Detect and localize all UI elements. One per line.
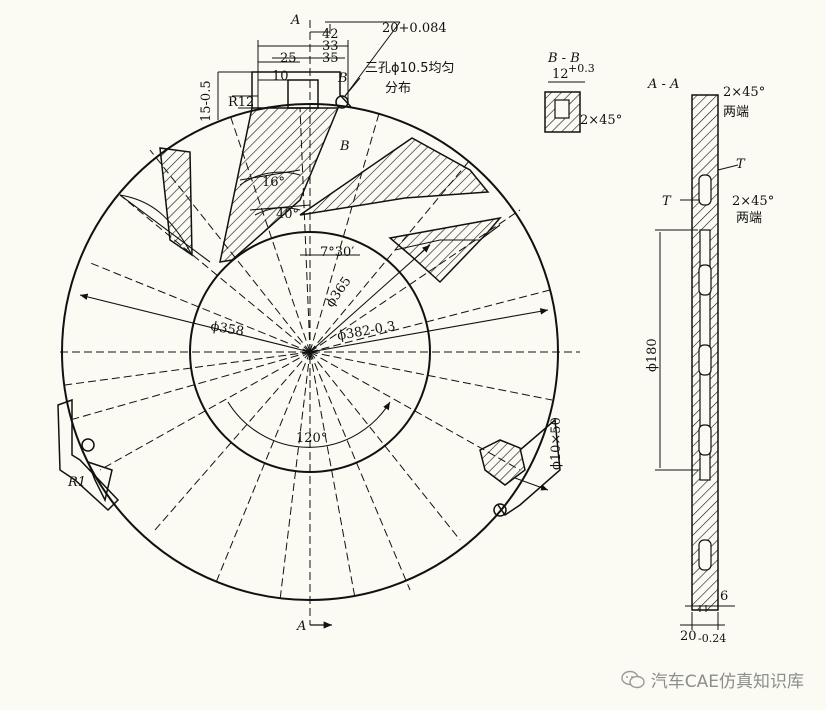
section-mark-a-bottom: A <box>296 619 306 634</box>
section-aa: A - A ϕ180 2×45° 两端 T T 2×45° 两端 6 20 <box>645 77 774 645</box>
section-bb-chamfer: 2×45° <box>580 113 622 128</box>
section-mark-b-top: B <box>337 71 348 86</box>
angle-16: 16° <box>262 175 285 190</box>
arc-16 <box>239 171 301 186</box>
top-notch <box>251 71 353 109</box>
section-aa-chamfer-mid: 2×45° <box>732 194 774 209</box>
dim-20-tol: 20+0.084 <box>382 21 447 36</box>
arc-40 <box>254 207 301 216</box>
section-bb-title: B - B <box>547 51 580 66</box>
top-hole <box>335 95 349 109</box>
left-hole <box>81 438 95 452</box>
dim-25: 25 <box>280 51 297 66</box>
top-dimension-lines <box>217 21 401 120</box>
dim-r12: R12 <box>228 95 254 110</box>
section-mark-a-top: A <box>290 13 300 28</box>
right-hole <box>493 503 507 517</box>
section-aa-dim20-tol: -0.24 <box>698 632 726 645</box>
construction-lines <box>79 169 549 353</box>
top-slot <box>287 79 319 109</box>
section-aa-title: A - A <box>647 77 679 92</box>
section-bb-dim12: 12 <box>552 67 569 82</box>
section-bb-dim12-tol: +0.3 <box>568 62 595 75</box>
dim-d10x50: ϕ10×50 <box>549 417 564 470</box>
angle-7-30: 7°30′ <box>320 245 354 260</box>
right-pin <box>479 439 526 486</box>
hatched-vane-1 <box>159 147 193 257</box>
hatched-vane-3 <box>299 137 490 216</box>
hatched-vane-2 <box>219 107 340 263</box>
dim-d382: ϕ382-0.3 <box>336 319 396 344</box>
angle-40: 40° <box>276 207 299 222</box>
section-aa-chamfer-top: 2×45° <box>723 85 765 100</box>
main-labels: A A 42 33 35 25 10 20+0.084 R12 15-0.5 B… <box>67 13 564 634</box>
angle-120: 120° <box>296 431 327 446</box>
section-aa-t-right: T <box>736 157 746 172</box>
dim-33: 33 <box>322 39 339 54</box>
dim-15-tol: 15-0.5 <box>199 80 214 122</box>
left-bracket <box>57 398 120 512</box>
note-holes-line1: 三孔ϕ10.5均匀 <box>365 61 455 76</box>
note-holes-line2: 分布 <box>385 81 411 96</box>
dim-35: 35 <box>322 51 339 66</box>
arc-120 <box>227 401 391 448</box>
dim-10: 10 <box>272 69 289 84</box>
dim-42: 42 <box>322 27 339 42</box>
section-aa-t-left: T <box>662 194 672 209</box>
main-view <box>57 20 580 629</box>
dim-r1: R1 <box>67 475 86 490</box>
radial-centerlines <box>60 20 580 625</box>
dim-d358: ϕ358 <box>209 319 245 340</box>
section-mark-b-lower: B <box>339 139 350 154</box>
watermark-text: 汽车CAE仿真知识库 <box>650 672 804 692</box>
section-aa-both-ends-mid: 两端 <box>736 211 762 226</box>
watermark: 汽车CAE仿真知识库 <box>621 667 804 692</box>
section-aa-both-ends-top: 两端 <box>723 105 749 120</box>
left-clip <box>86 460 113 503</box>
wechat-icon <box>621 670 645 688</box>
section-aa-dim6: 6 <box>720 589 728 604</box>
section-aa-dim20: 20 <box>680 629 697 644</box>
section-aa-d180: ϕ180 <box>645 338 660 372</box>
hatched-vane-4 <box>388 216 502 284</box>
section-bb: B - B 12 +0.3 2×45° <box>544 51 622 133</box>
